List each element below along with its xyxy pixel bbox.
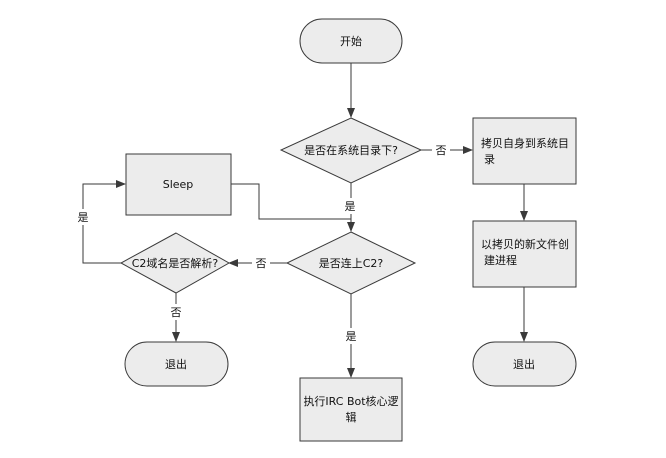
node-exit-right-label: 退出 [513, 357, 535, 371]
node-sleep: Sleep [125, 153, 232, 216]
connector-sleep-to-c2 [231, 183, 351, 220]
node-irc-bot-label-1: 执行IRC Bot核心逻 [303, 394, 398, 408]
edge-label-sysdir-no: 否 [436, 144, 447, 157]
edge-label-sysdir-yes: 是 [345, 200, 356, 213]
node-copy-self-label-1: 拷贝自身到系统目 [481, 136, 569, 150]
node-in-sysdir: 是否在系统目录下? [279, 117, 423, 184]
node-c2-resolved-label: C2域名是否解析? [132, 256, 219, 270]
node-new-process-label-1: 以拷贝的新文件创 [481, 237, 569, 251]
node-new-process-label-2: 建进程 [484, 253, 517, 267]
node-start: 开始 [299, 18, 403, 64]
edge-label-c2-no: 否 [256, 257, 267, 270]
edge-label-resolve-no: 否 [171, 306, 182, 319]
node-exit-left: 退出 [124, 341, 229, 387]
node-c2-resolved: C2域名是否解析? [119, 232, 231, 294]
node-new-process: 以拷贝的新文件创 建进程 [472, 220, 577, 288]
edge-labels: 否 是 否 是 否 是 [74, 142, 450, 344]
node-irc-bot: 执行IRC Bot核心逻 辑 [299, 377, 403, 442]
node-in-sysdir-label: 是否在系统目录下? [304, 144, 398, 157]
node-start-label: 开始 [340, 34, 362, 48]
node-connected-c2-label: 是否连上C2? [319, 257, 384, 270]
node-copy-self-label-2: 录 [484, 153, 495, 166]
node-sleep-label: Sleep [163, 178, 194, 191]
connectors [82, 63, 528, 378]
node-exit-right: 退出 [472, 341, 577, 387]
node-connected-c2: 是否连上C2? [285, 231, 417, 295]
node-exit-left-label: 退出 [165, 357, 187, 371]
node-copy-self: 拷贝自身到系统目 录 [472, 117, 577, 185]
node-irc-bot-label-2: 辑 [346, 410, 357, 424]
edge-label-resolve-yes: 是 [78, 211, 89, 224]
edge-label-c2-yes: 是 [346, 330, 357, 343]
